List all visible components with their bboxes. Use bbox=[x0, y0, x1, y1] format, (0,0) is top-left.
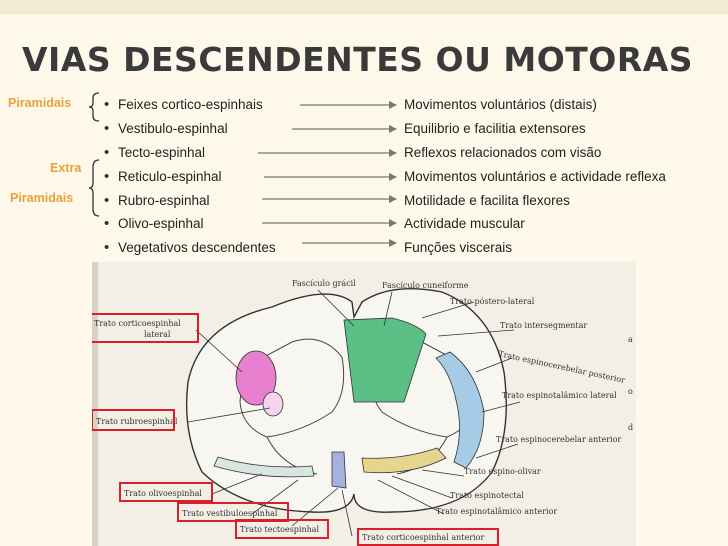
label-trato-postero-lateral: Trato póstero-lateral bbox=[450, 297, 535, 306]
tract-item: Reticulo-espinhal bbox=[103, 165, 276, 189]
highlight-box-olivoespinhal bbox=[119, 482, 213, 502]
function-item: Motilidade e facilita flexores bbox=[404, 192, 570, 208]
label-trato-espinotalamico-anterior: Trato espinotalâmico anterior bbox=[436, 507, 557, 516]
highlight-box-tectoespinhal bbox=[235, 519, 329, 539]
highlight-box-corticoespinhal-anterior bbox=[357, 528, 499, 546]
label-trato-tectoespinhal: Trato tectoespinhal bbox=[240, 525, 320, 534]
tract-olivospinal-area bbox=[213, 456, 315, 478]
highlight-box-rubroespinhal bbox=[92, 409, 175, 431]
label-fasciculo-cuneiforme: Fascículo cuneiforme bbox=[382, 281, 469, 290]
label-trato-vestibuloespinhal: Trato vestibuloespinhal bbox=[182, 509, 278, 518]
tract-corticospinal-lateral-area bbox=[235, 350, 277, 406]
function-item: Reflexos relacionados com visão bbox=[404, 144, 602, 160]
tract-item: Rubro-espinhal bbox=[103, 189, 276, 213]
function-item: Funções viscerais bbox=[404, 240, 513, 256]
function-item: Movimentos voluntários (distais) bbox=[404, 97, 597, 112]
slide-top-band bbox=[0, 0, 728, 14]
arrow-layer bbox=[258, 101, 397, 247]
function-item: Equilibrio e facilitia extensores bbox=[404, 120, 586, 136]
label-trato-rubroespinhal: Trato rubroespinhal bbox=[96, 417, 178, 426]
tract-lateral-spinothalamic-area bbox=[435, 351, 485, 469]
label-trato-espino-olivar: Trato espino-olivar bbox=[464, 467, 541, 476]
label-trato-corticoespinhal-anterior: Trato corticoespinhal anterior bbox=[362, 533, 484, 542]
label-trato-olivoespinhal: Trato olivoespinhal bbox=[124, 489, 202, 498]
tract-corticospinal-anterior-area bbox=[331, 451, 347, 489]
brace-extra-piramidais-icon bbox=[88, 159, 100, 217]
highlight-box-corticoespinhal-lateral bbox=[92, 313, 199, 343]
slide-title: VIAS DESCENDENTES OU MOTORAS bbox=[22, 40, 694, 79]
brace-piramidais-icon bbox=[88, 92, 100, 122]
function-list: Movimentos voluntários (distais) Equilib… bbox=[404, 93, 666, 260]
tract-item: Vegetativos descendentes bbox=[103, 236, 276, 260]
label-trato-corticoespinhal-lateral: Trato corticoespinhal bbox=[94, 319, 181, 328]
function-item: Movimentos voluntários e actividade refl… bbox=[404, 168, 666, 184]
tract-spinocerebellar-anterior-area bbox=[361, 447, 447, 474]
label-partial-d: d bbox=[628, 423, 633, 432]
label-partial-a: a bbox=[628, 335, 633, 344]
tract-gracile-cuneate-area bbox=[343, 317, 427, 403]
label-fasciculo-gracil: Fascículo grácil bbox=[292, 279, 356, 288]
tract-rubrospinal-area bbox=[262, 391, 284, 417]
tract-item: Feixes cortico-espinhais bbox=[103, 93, 276, 117]
label-trato-espinocerebelar-anterior: Trato espinocerebelar anterior bbox=[496, 435, 621, 444]
highlight-box-vestibuloespinhal bbox=[177, 502, 289, 522]
label-trato-corticoespinhal-lateral-2: lateral bbox=[144, 330, 171, 339]
category-extra-piramidais: Piramidais bbox=[10, 191, 74, 205]
label-partial-o: o bbox=[628, 387, 633, 396]
tract-list: Feixes cortico-espinhais Vestibulo-espin… bbox=[103, 93, 276, 260]
label-trato-espinotalamico-lateral: Trato espinotalâmico lateral bbox=[502, 391, 617, 400]
label-trato-intersegmentar: Trato intersegmentar bbox=[500, 321, 587, 330]
tract-item: Olivo-espinhal bbox=[103, 212, 276, 236]
tract-item: Tecto-espinhal bbox=[103, 141, 276, 165]
spinal-cord-diagram: Fascículo grácil Fascículo cuneiforme Tr… bbox=[92, 262, 636, 546]
category-extra: Extra bbox=[50, 161, 82, 175]
function-item: Actividade muscular bbox=[404, 216, 525, 232]
spinal-cord-figure: Fascículo grácil Fascículo cuneiforme Tr… bbox=[92, 262, 636, 546]
label-trato-espinotectal: Trato espinotectal bbox=[450, 491, 524, 500]
tract-item: Vestibulo-espinhal bbox=[103, 117, 276, 141]
category-piramidais: Piramidais bbox=[8, 96, 72, 110]
